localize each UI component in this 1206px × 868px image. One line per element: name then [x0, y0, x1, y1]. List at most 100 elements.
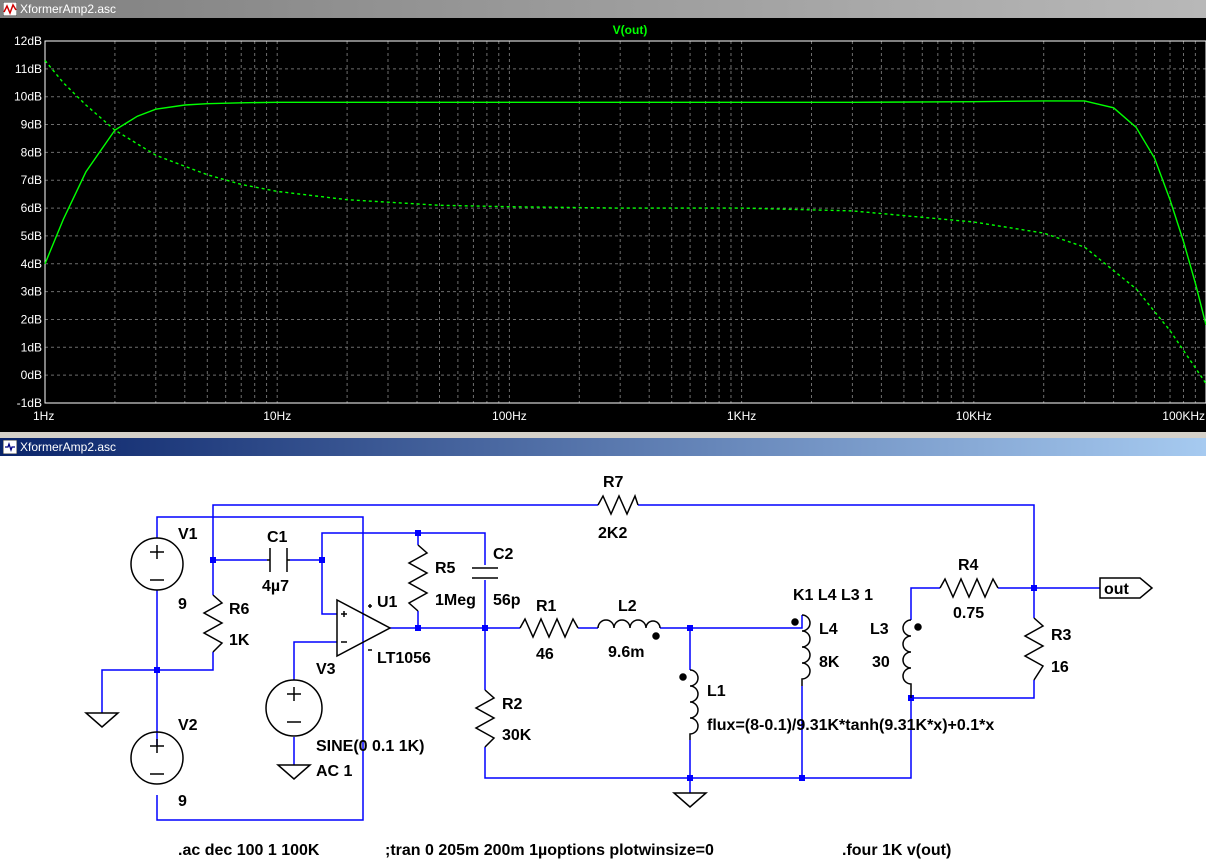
v2-name[interactable]: V2	[178, 717, 198, 734]
y-tick-label: 4dB	[21, 257, 42, 271]
l2-inductor-symbol	[597, 619, 661, 629]
l1-name[interactable]: L1	[707, 683, 726, 700]
x-tick-label: 10Hz	[263, 409, 291, 423]
l3-inductor-symbol	[902, 619, 912, 698]
r5-resistor-symbol	[407, 544, 429, 612]
r2-name[interactable]: R2	[502, 696, 523, 713]
y-tick-label: 10dB	[14, 90, 42, 104]
r1-value[interactable]: 46	[536, 646, 554, 663]
x-tick-label: 1KHz	[727, 409, 756, 423]
c2-value[interactable]: 56p	[493, 592, 521, 609]
y-tick-label: 7dB	[21, 173, 42, 187]
ground-symbol-bottom	[672, 792, 708, 808]
y-tick-label: 11dB	[15, 62, 42, 76]
u1-name[interactable]: U1	[377, 594, 398, 611]
l1-inductor-symbol	[689, 669, 699, 740]
c2-name[interactable]: C2	[493, 546, 514, 563]
v2-source-symbol	[130, 731, 184, 785]
series-line-magnitude[interactable]	[44, 100, 1206, 326]
components	[84, 493, 1154, 808]
l1-value[interactable]: flux=(8-0.1)/9.31K*tanh(9.31K*x)+0.1*x	[707, 717, 994, 734]
waveform-plot[interactable]: 12dB 11dB 10dB 9dB 8dB 7dB 6dB 5dB 4dB 3dB 2dB 1dB 0…	[0, 18, 1206, 432]
r5-value[interactable]: 1Meg	[435, 592, 476, 609]
plot-series	[44, 60, 1206, 384]
y-tick-label: 5dB	[21, 229, 42, 243]
y-tick-label: 0dB	[21, 368, 42, 382]
r2-resistor-symbol	[474, 689, 496, 748]
y-tick-label: 6dB	[21, 201, 42, 215]
l3-name[interactable]: L3	[870, 621, 889, 638]
r6-resistor-symbol	[202, 594, 224, 653]
x-tick-label: 100KHz	[1162, 409, 1205, 423]
trace-label-vout[interactable]: V(out)	[613, 23, 648, 37]
c1-name[interactable]: C1	[267, 529, 288, 546]
x-tick-label: 100Hz	[492, 409, 527, 423]
schematic-window-titlebar[interactable]: XformerAmp2.asc	[0, 438, 1206, 456]
v1-source-symbol	[130, 537, 184, 591]
r7-value[interactable]: 2K2	[598, 525, 627, 542]
plot-window-titlebar[interactable]: XformerAmp2.asc	[0, 0, 1206, 18]
v3-value-line2[interactable]: AC 1	[316, 763, 353, 780]
l3-value[interactable]: 30	[872, 654, 890, 671]
l4-name[interactable]: L4	[819, 621, 838, 638]
l2-value[interactable]: 9.6m	[608, 644, 644, 661]
ground-symbol-left	[84, 712, 120, 728]
r3-resistor-symbol	[1023, 617, 1045, 681]
y-tick-label: 2dB	[21, 312, 42, 326]
schematic-app-icon	[3, 440, 17, 454]
plot-frame	[44, 40, 1206, 404]
r4-resistor-symbol	[939, 577, 999, 599]
r6-name[interactable]: R6	[229, 601, 250, 618]
waveform-app-icon	[3, 2, 17, 16]
l4-inductor-symbol	[801, 614, 811, 686]
k1-directive[interactable]: K1 L4 L3 1	[793, 587, 873, 604]
u1-opamp-symbol	[336, 598, 392, 658]
out-net-label[interactable]: out	[1104, 581, 1130, 598]
schematic-canvas[interactable]: R7 2K2 V1 9 C1 4µ7 R5 1Meg C2 56p R6 1K …	[0, 456, 1206, 868]
y-tick-label: 8dB	[21, 145, 42, 159]
plot-window-title: XformerAmp2.asc	[20, 2, 117, 16]
wires	[101, 504, 1100, 821]
v2-value[interactable]: 9	[178, 793, 187, 810]
r1-name[interactable]: R1	[536, 598, 557, 615]
v1-value[interactable]: 9	[178, 596, 187, 613]
plot-axes: 12dB 11dB 10dB 9dB 8dB 7dB 6dB 5dB 4dB 3dB 2dB 1dB 0…	[14, 34, 1206, 423]
x-tick-label: 10KHz	[956, 409, 992, 423]
directive-ac[interactable]: .ac dec 100 1 100K	[178, 842, 320, 859]
schematic-window-title: XformerAmp2.asc	[20, 440, 117, 454]
out-net-flag	[1099, 577, 1154, 599]
l2-name[interactable]: L2	[618, 598, 637, 615]
v3-source-symbol	[265, 679, 323, 737]
r3-name[interactable]: R3	[1051, 627, 1072, 644]
x-tick-label: 1Hz	[33, 409, 54, 423]
directive-tran[interactable]: ;tran 0 205m 200m 1µoptions plotwinsize=…	[385, 842, 714, 859]
u1-value[interactable]: LT1056	[377, 650, 431, 667]
r2-value[interactable]: 30K	[502, 727, 532, 744]
v3-value-line1[interactable]: SINE(0 0.1 1K)	[316, 738, 424, 755]
r5-name[interactable]: R5	[435, 560, 456, 577]
plot-window[interactable]: XformerAmp2.asc 12dB 11dB 10dB 9dB 8dB 7dB 6dB…	[0, 0, 1206, 432]
r1-resistor-symbol	[519, 617, 579, 639]
series-line-phase[interactable]	[44, 60, 1206, 384]
l4-value[interactable]: 8K	[819, 654, 840, 671]
v3-name[interactable]: V3	[316, 661, 336, 678]
r3-value[interactable]: 16	[1051, 659, 1069, 676]
plot-background	[0, 18, 1206, 432]
r4-value[interactable]: 0.75	[953, 605, 984, 622]
v1-name[interactable]: V1	[178, 526, 198, 543]
y-tick-label: 12dB	[14, 34, 42, 48]
y-tick-label: 9dB	[21, 118, 42, 132]
schematic-background	[0, 456, 1206, 868]
y-tick-label: -1dB	[17, 396, 42, 410]
r6-value[interactable]: 1K	[229, 632, 250, 649]
y-tick-label: 1dB	[21, 340, 42, 354]
ground-symbol-v3	[276, 764, 312, 780]
r7-name[interactable]: R7	[603, 474, 624, 491]
directive-four[interactable]: .four 1K v(out)	[842, 842, 951, 859]
y-tick-label: 3dB	[21, 285, 42, 299]
r4-name[interactable]: R4	[958, 557, 979, 574]
schematic-window[interactable]: XformerAmp2.asc	[0, 438, 1206, 868]
source-polarity-marks	[150, 545, 372, 775]
c1-value[interactable]: 4µ7	[262, 578, 289, 595]
r7-resistor-symbol	[597, 493, 639, 516]
